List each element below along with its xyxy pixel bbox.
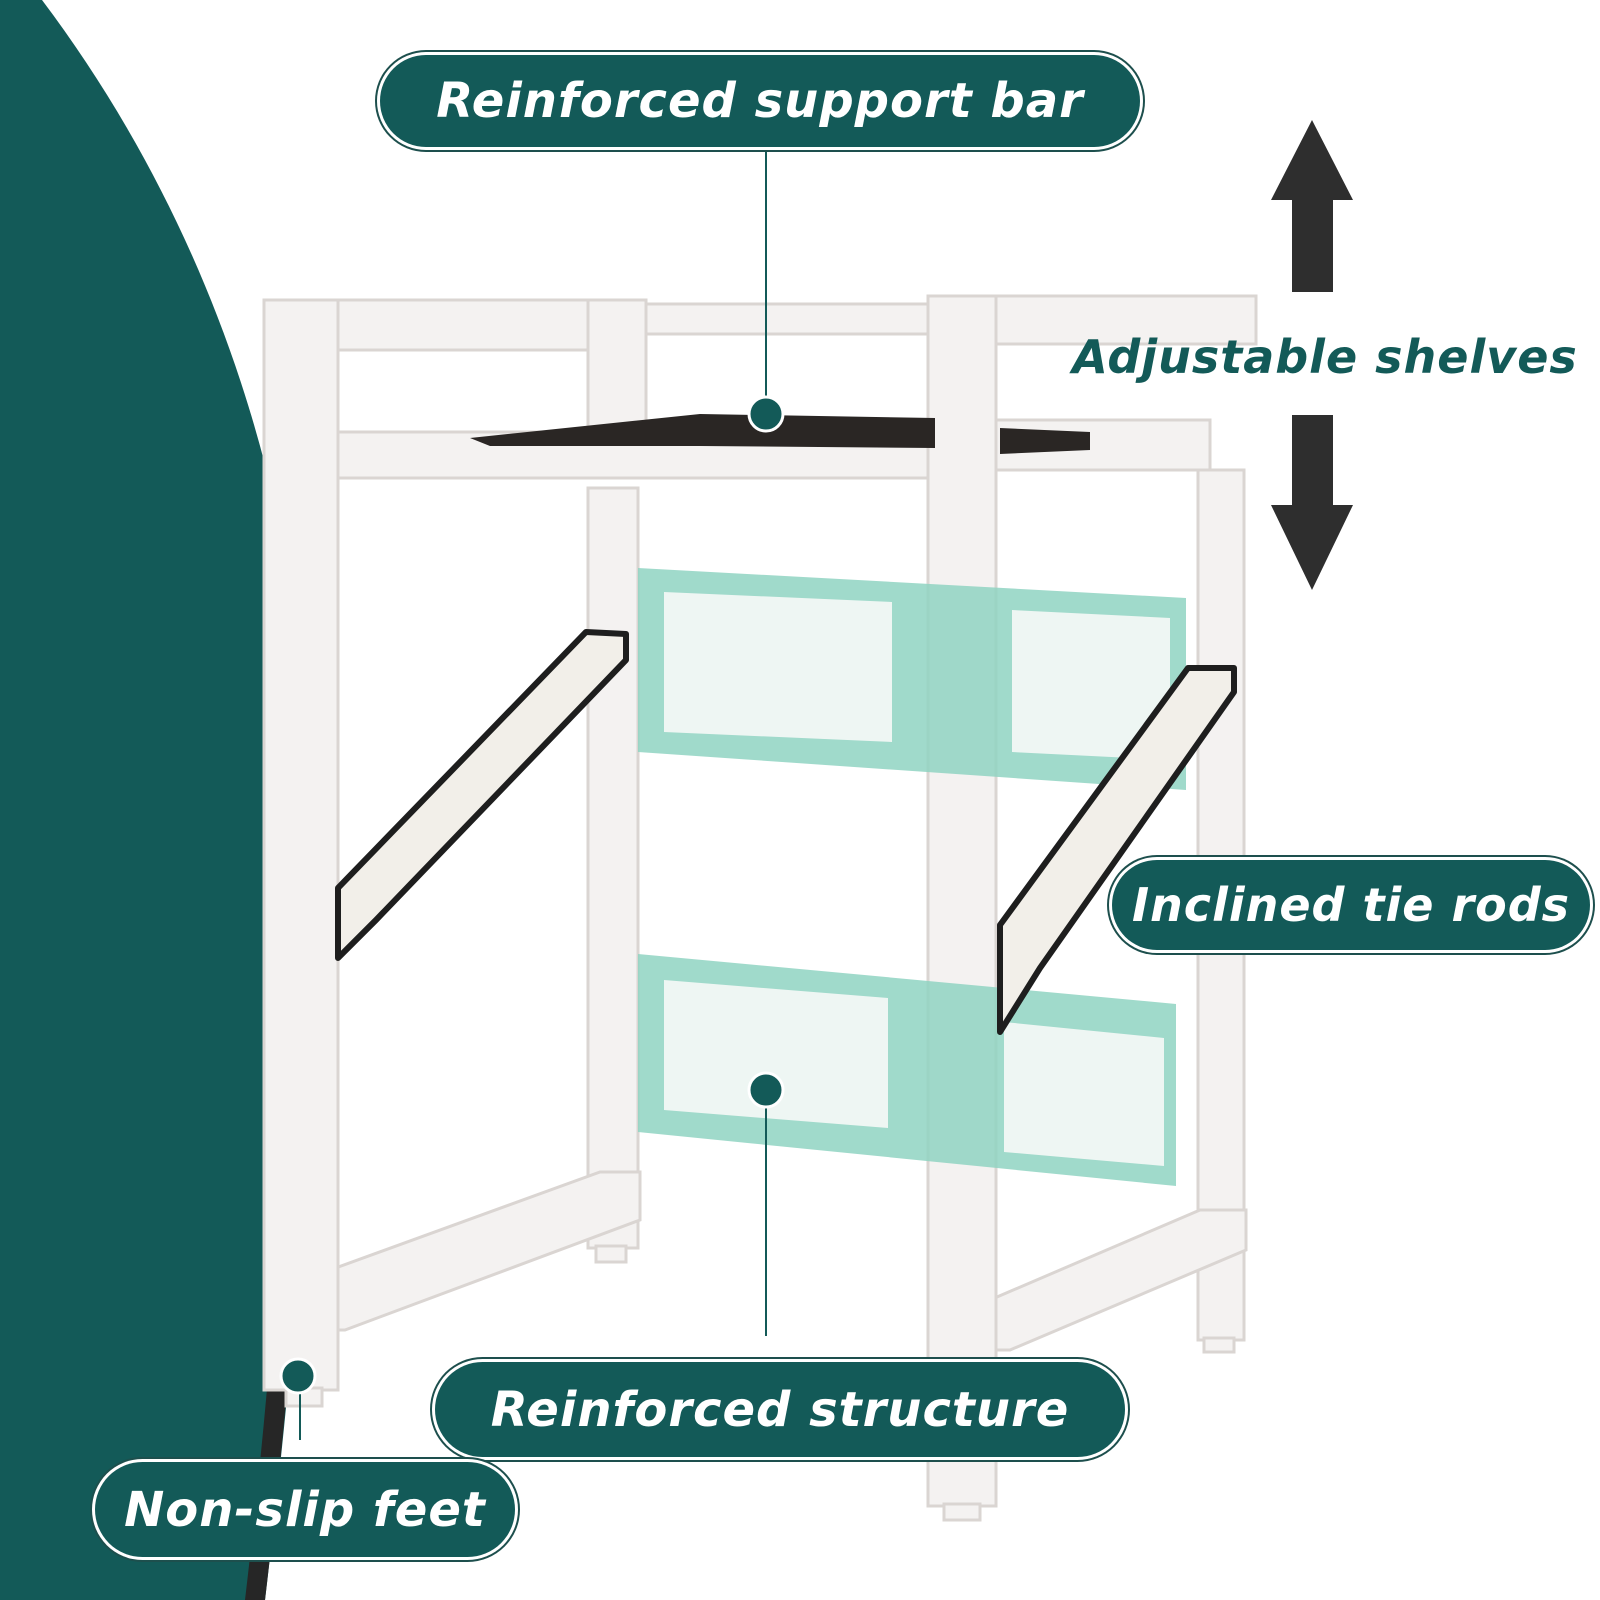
structure-leader-dot — [747, 1071, 785, 1109]
left-rear-post — [586, 298, 648, 442]
arrow-up-icon — [1271, 120, 1353, 292]
back-top-bar — [638, 302, 942, 336]
label-reinforced-structure: Reinforced structure — [435, 1362, 1125, 1457]
support-bar-board — [470, 414, 935, 448]
back-left-leg — [586, 486, 640, 1250]
label-reinforced-support-bar: Reinforced support bar — [380, 55, 1140, 147]
rack-frame — [262, 294, 1258, 1522]
right-tie-rod — [997, 665, 1237, 1035]
front-right-leg — [926, 294, 998, 1508]
support-bar-board-right — [1000, 428, 1090, 454]
feet-leader-dot — [279, 1357, 317, 1395]
foot-front-right — [942, 1502, 982, 1522]
arrow-down-icon — [1271, 415, 1353, 590]
adjustable-arrows — [1271, 120, 1353, 590]
label-non-slip-feet: Non-slip feet — [95, 1462, 515, 1557]
upper-panel-window-left — [664, 592, 892, 742]
foot-back-right — [1202, 1336, 1236, 1354]
foot-back-left — [594, 1244, 628, 1264]
left-tie-rod — [335, 629, 629, 961]
front-left-leg — [262, 298, 340, 1392]
inclined-tie-rods — [335, 629, 1237, 1035]
callout-leaders — [279, 150, 785, 1440]
label-adjustable-shelves: Adjustable shelves — [1072, 330, 1578, 384]
label-inclined-tie-rods: Inclined tie rods — [1112, 860, 1590, 950]
support-leader-dot — [747, 395, 785, 433]
upper-panel-window-right — [1012, 610, 1170, 760]
background-teal-arc — [0, 0, 314, 1600]
left-bottom-bar — [328, 1170, 642, 1332]
lower-panel-window-right — [1004, 1022, 1164, 1166]
reinforced-structure-panels — [638, 568, 1186, 1186]
lower-panel-window-left — [664, 980, 888, 1128]
